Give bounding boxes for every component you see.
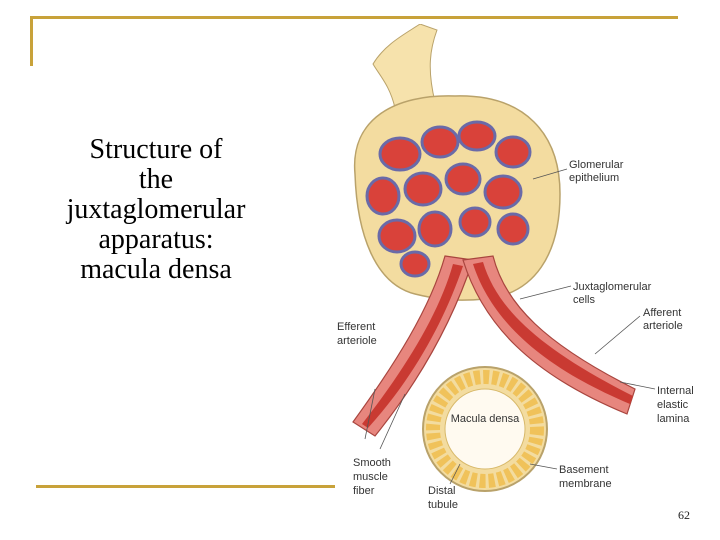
slide-title: Structure of the juxtaglomerular apparat…	[66, 134, 246, 285]
afferent-arteriole-lumen	[473, 262, 633, 404]
macula-densa-cells	[426, 370, 544, 488]
label-macula-densa: Macula densa	[451, 413, 520, 425]
label-distal-tubule: Distal tubule	[428, 485, 459, 511]
label-efferent-arteriole: Efferent arteriole	[337, 321, 378, 347]
proximal-tubule-neck	[372, 24, 438, 109]
distal-tubule-lumen	[444, 388, 526, 470]
label-internal-elastic-lamina: Internal elastic lamina	[657, 385, 695, 425]
glomerular-capillaries	[365, 120, 532, 278]
leader-lines	[364, 168, 656, 485]
label-afferent-arteriole: Afferent arteriole	[643, 307, 684, 332]
page-number: 62	[678, 508, 690, 522]
label-basement-membrane: Basement membrane	[559, 464, 612, 490]
label-glomerular-epithelium: Glomerular epithelium	[569, 159, 626, 184]
label-juxtaglomerular-cells: Juxtaglomerular cells	[573, 281, 654, 306]
label-smooth-muscle-fiber: Smooth muscle fiber	[353, 457, 394, 497]
frame-left-rule	[30, 16, 33, 66]
efferent-arteriole-lumen	[362, 264, 463, 428]
juxtaglomerular-diagram: Glomerular epithelium Juxtaglomerular ce…	[335, 24, 695, 516]
frame-top-rule	[30, 16, 678, 19]
